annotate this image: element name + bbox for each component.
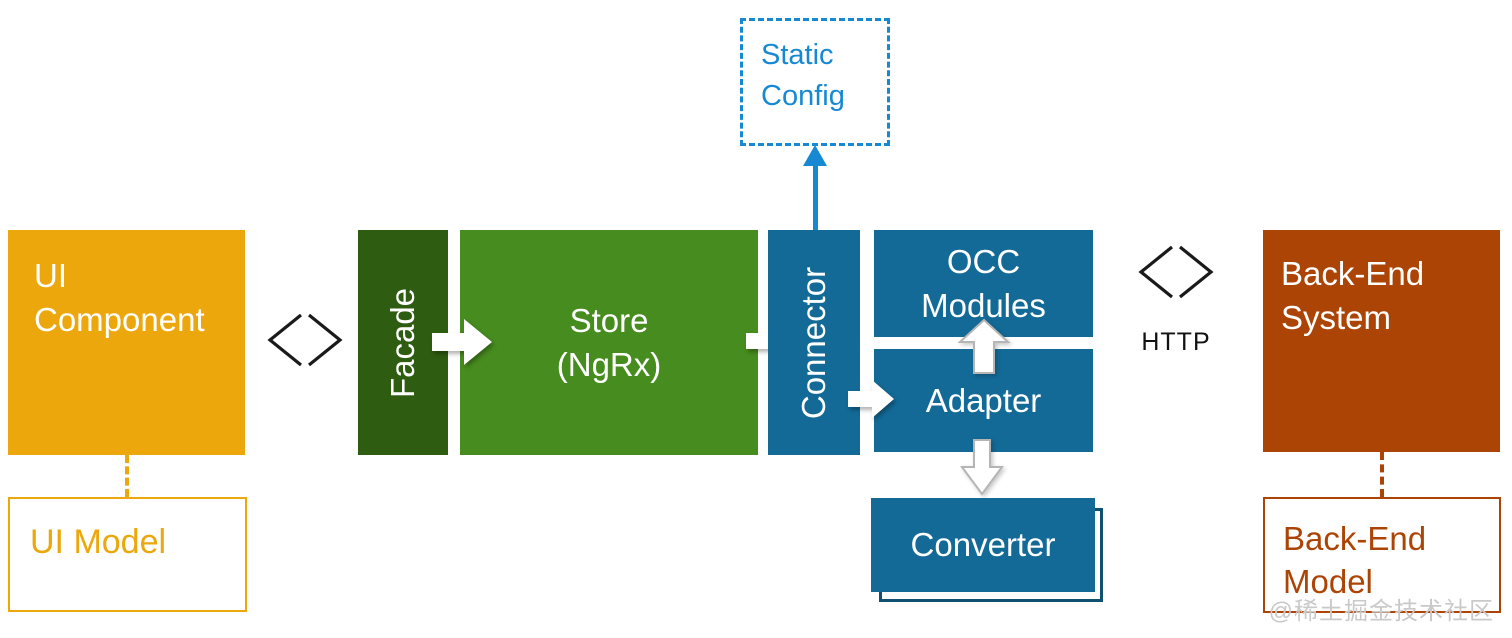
watermark-text: @稀土掘金技术社区 bbox=[1268, 598, 1494, 625]
occ-modules-box: OCC Modules bbox=[874, 230, 1093, 337]
adapter-to-converter-arrow bbox=[960, 439, 1004, 496]
backend-system-box: Back-End System bbox=[1263, 230, 1500, 452]
converter-box: Converter bbox=[871, 498, 1095, 592]
occ-modules-label: OCC Modules bbox=[921, 242, 1046, 324]
connector-to-adapter-arrow bbox=[848, 380, 894, 418]
http-label: HTTP bbox=[1141, 328, 1211, 356]
backend-model-label: Back-End Model bbox=[1283, 520, 1427, 600]
adapter-to-occ-arrow bbox=[957, 318, 1011, 374]
connector-box: Connector bbox=[768, 230, 860, 455]
store-label: Store (NgRx) bbox=[556, 301, 662, 383]
static-config-label: Static Config bbox=[761, 39, 845, 112]
facade-to-store-arrow bbox=[432, 319, 492, 365]
static-config-box: Static Config bbox=[740, 18, 890, 146]
ui-component-box: UI Component bbox=[8, 230, 245, 455]
adapter-label: Adapter bbox=[925, 381, 1042, 419]
angle-brackets-icon bbox=[1138, 245, 1214, 299]
backend-model-box: Back-End Model bbox=[1263, 497, 1501, 613]
adapter-box: Adapter bbox=[874, 349, 1093, 452]
connector-to-config-arrow-head bbox=[803, 145, 827, 166]
ui-model-dashed-link bbox=[125, 455, 129, 497]
ui-component-label: UI Component bbox=[34, 257, 205, 338]
backend-model-dashed-link bbox=[1380, 452, 1384, 497]
connector-label: Connector bbox=[795, 266, 833, 419]
converter-label: Converter bbox=[910, 526, 1056, 563]
facade-label: Facade bbox=[384, 287, 422, 398]
connector-to-config-arrow-line bbox=[813, 164, 818, 230]
backend-system-label: Back-End System bbox=[1281, 255, 1425, 336]
ui-model-box: UI Model bbox=[8, 497, 247, 612]
ui-model-label: UI Model bbox=[30, 523, 167, 561]
angle-brackets-icon bbox=[267, 313, 343, 367]
store-box: Store (NgRx) bbox=[460, 230, 758, 455]
http-link: HTTP bbox=[1128, 243, 1224, 357]
